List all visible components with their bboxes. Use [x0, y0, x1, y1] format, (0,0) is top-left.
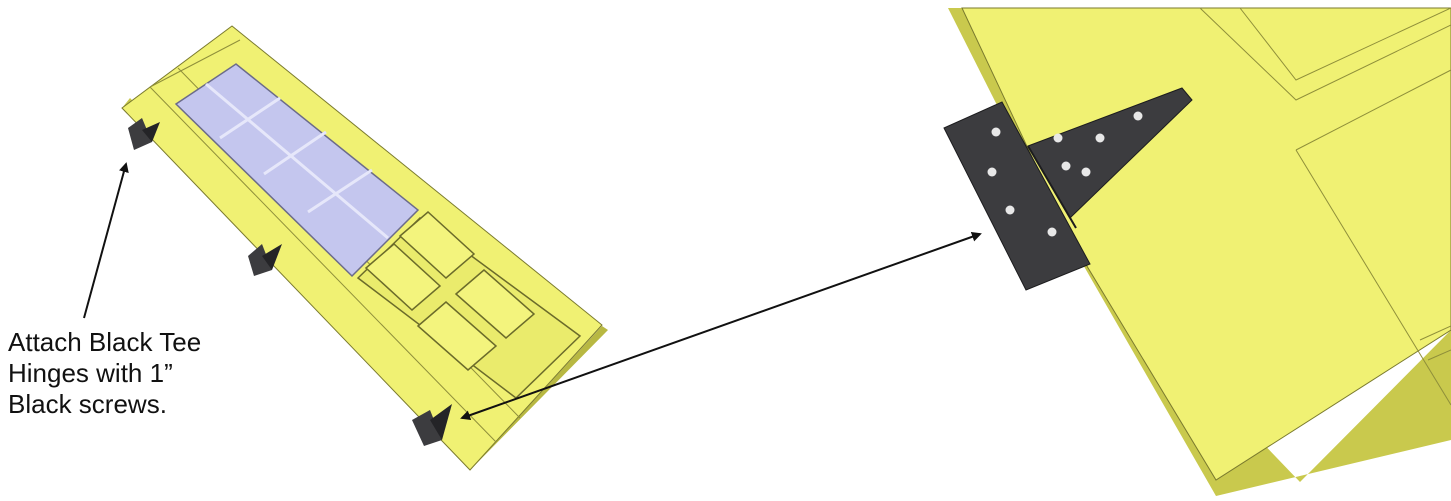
arrow-icon: [84, 164, 126, 318]
instruction-line-2: Hinges with 1”: [8, 358, 288, 389]
instruction-text: Attach Black Tee Hinges with 1” Black sc…: [8, 327, 288, 420]
instruction-line-3: Black screws.: [8, 389, 288, 420]
instruction-line-1: Attach Black Tee: [8, 327, 288, 358]
